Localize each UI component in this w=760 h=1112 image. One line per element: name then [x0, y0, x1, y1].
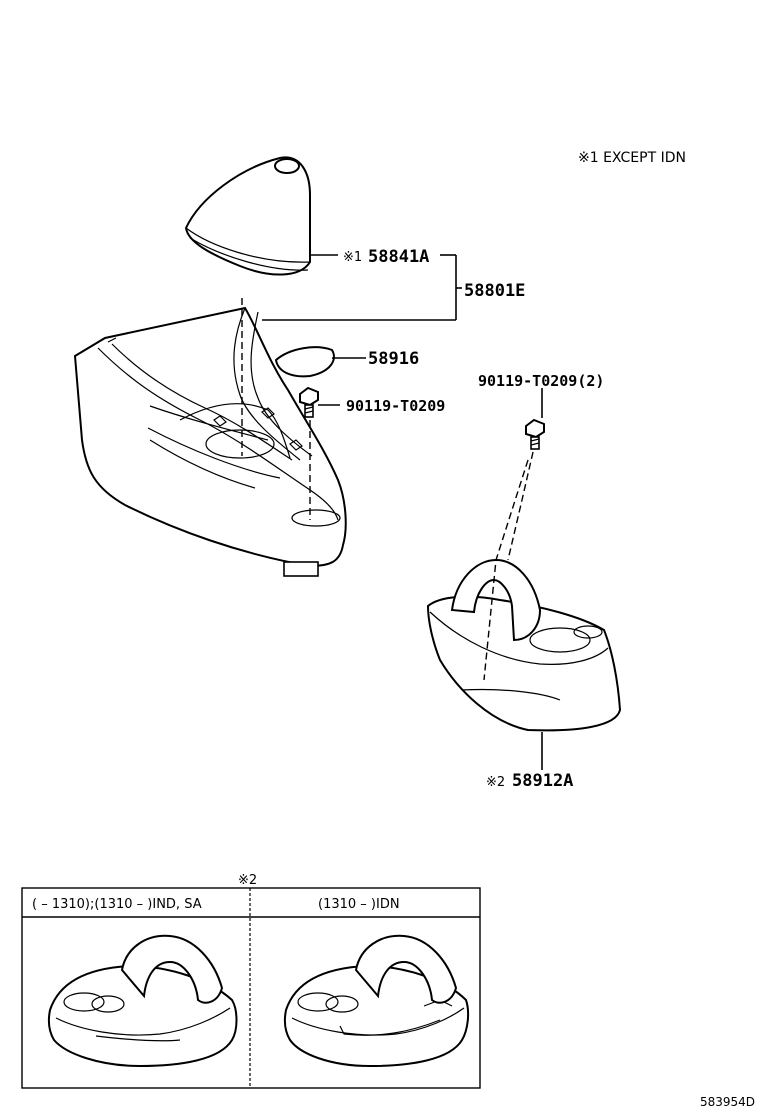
label-58801E: 58801E	[464, 281, 525, 301]
cap-mark: ※1	[343, 250, 362, 265]
shift-cap-drawing	[184, 156, 311, 276]
variant-right-header: (1310 – )IDN	[318, 897, 400, 912]
label-58841A: 58841A	[368, 247, 429, 267]
except-idn-note: ※1 EXCEPT IDN	[578, 150, 686, 166]
console-body-drawing	[73, 306, 347, 577]
label-screw-left: 90119-T0209	[346, 397, 445, 415]
screw-left-drawing	[299, 386, 319, 418]
variants-table	[21, 887, 481, 1089]
variants-mark: ※2	[238, 873, 257, 888]
screw-right-drawing	[525, 418, 545, 450]
box-mark: ※2	[486, 775, 505, 790]
console-box-drawing	[426, 558, 622, 732]
leader-lines	[241, 254, 543, 770]
figure-id: 583954D	[700, 1095, 755, 1109]
label-58916: 58916	[368, 349, 419, 369]
variant-right-drawing	[283, 934, 470, 1068]
label-screw-right: 90119-T0209(2)	[478, 372, 604, 390]
variant-left-header: ( – 1310);(1310 – )IND, SA	[32, 897, 202, 912]
plug-drawing	[274, 346, 335, 378]
variant-left-drawing	[47, 934, 238, 1068]
label-58912A: 58912A	[512, 771, 573, 791]
